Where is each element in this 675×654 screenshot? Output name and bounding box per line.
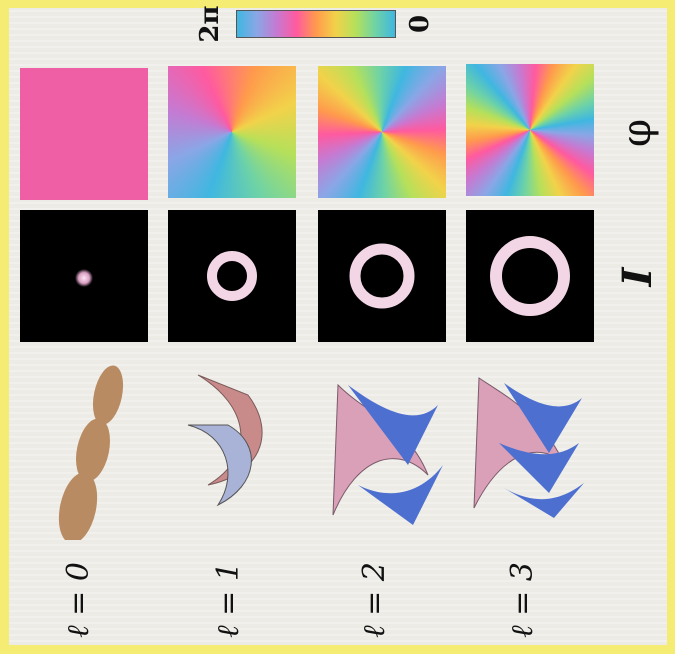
frame-border-bottom — [0, 645, 675, 654]
wavefront-l1 — [187, 374, 263, 507]
colorbar-high-label: 0 — [405, 14, 435, 34]
frame-border-right — [667, 0, 675, 654]
intensity-map-l2 — [318, 210, 446, 342]
intensity-map-l3 — [466, 210, 594, 342]
row-label-l1: ℓ = 1 — [210, 562, 246, 638]
colorbar-low-label: 2π — [195, 5, 225, 43]
intensity-map-l1 — [168, 210, 296, 342]
phase-map-l1 — [168, 66, 296, 198]
phase-colorbar — [236, 10, 396, 38]
row-label-l2: ℓ = 2 — [356, 562, 392, 638]
phase-map-l2 — [318, 66, 446, 198]
row-label-l0: ℓ = 0 — [60, 562, 96, 638]
wavefront-l2 — [332, 383, 443, 525]
intensity-column-label: I — [613, 267, 661, 287]
frame-border-top — [0, 0, 675, 8]
wavefront-l3 — [473, 377, 584, 518]
row-label-l3: ℓ = 3 — [504, 562, 540, 638]
frame-border-left — [0, 0, 9, 654]
wavefront-l0 — [58, 365, 124, 540]
phase-map-l3 — [466, 64, 594, 196]
phase-map-l0 — [20, 68, 148, 200]
phase-column-label: φ — [614, 119, 660, 148]
intensity-map-l0 — [20, 210, 148, 342]
